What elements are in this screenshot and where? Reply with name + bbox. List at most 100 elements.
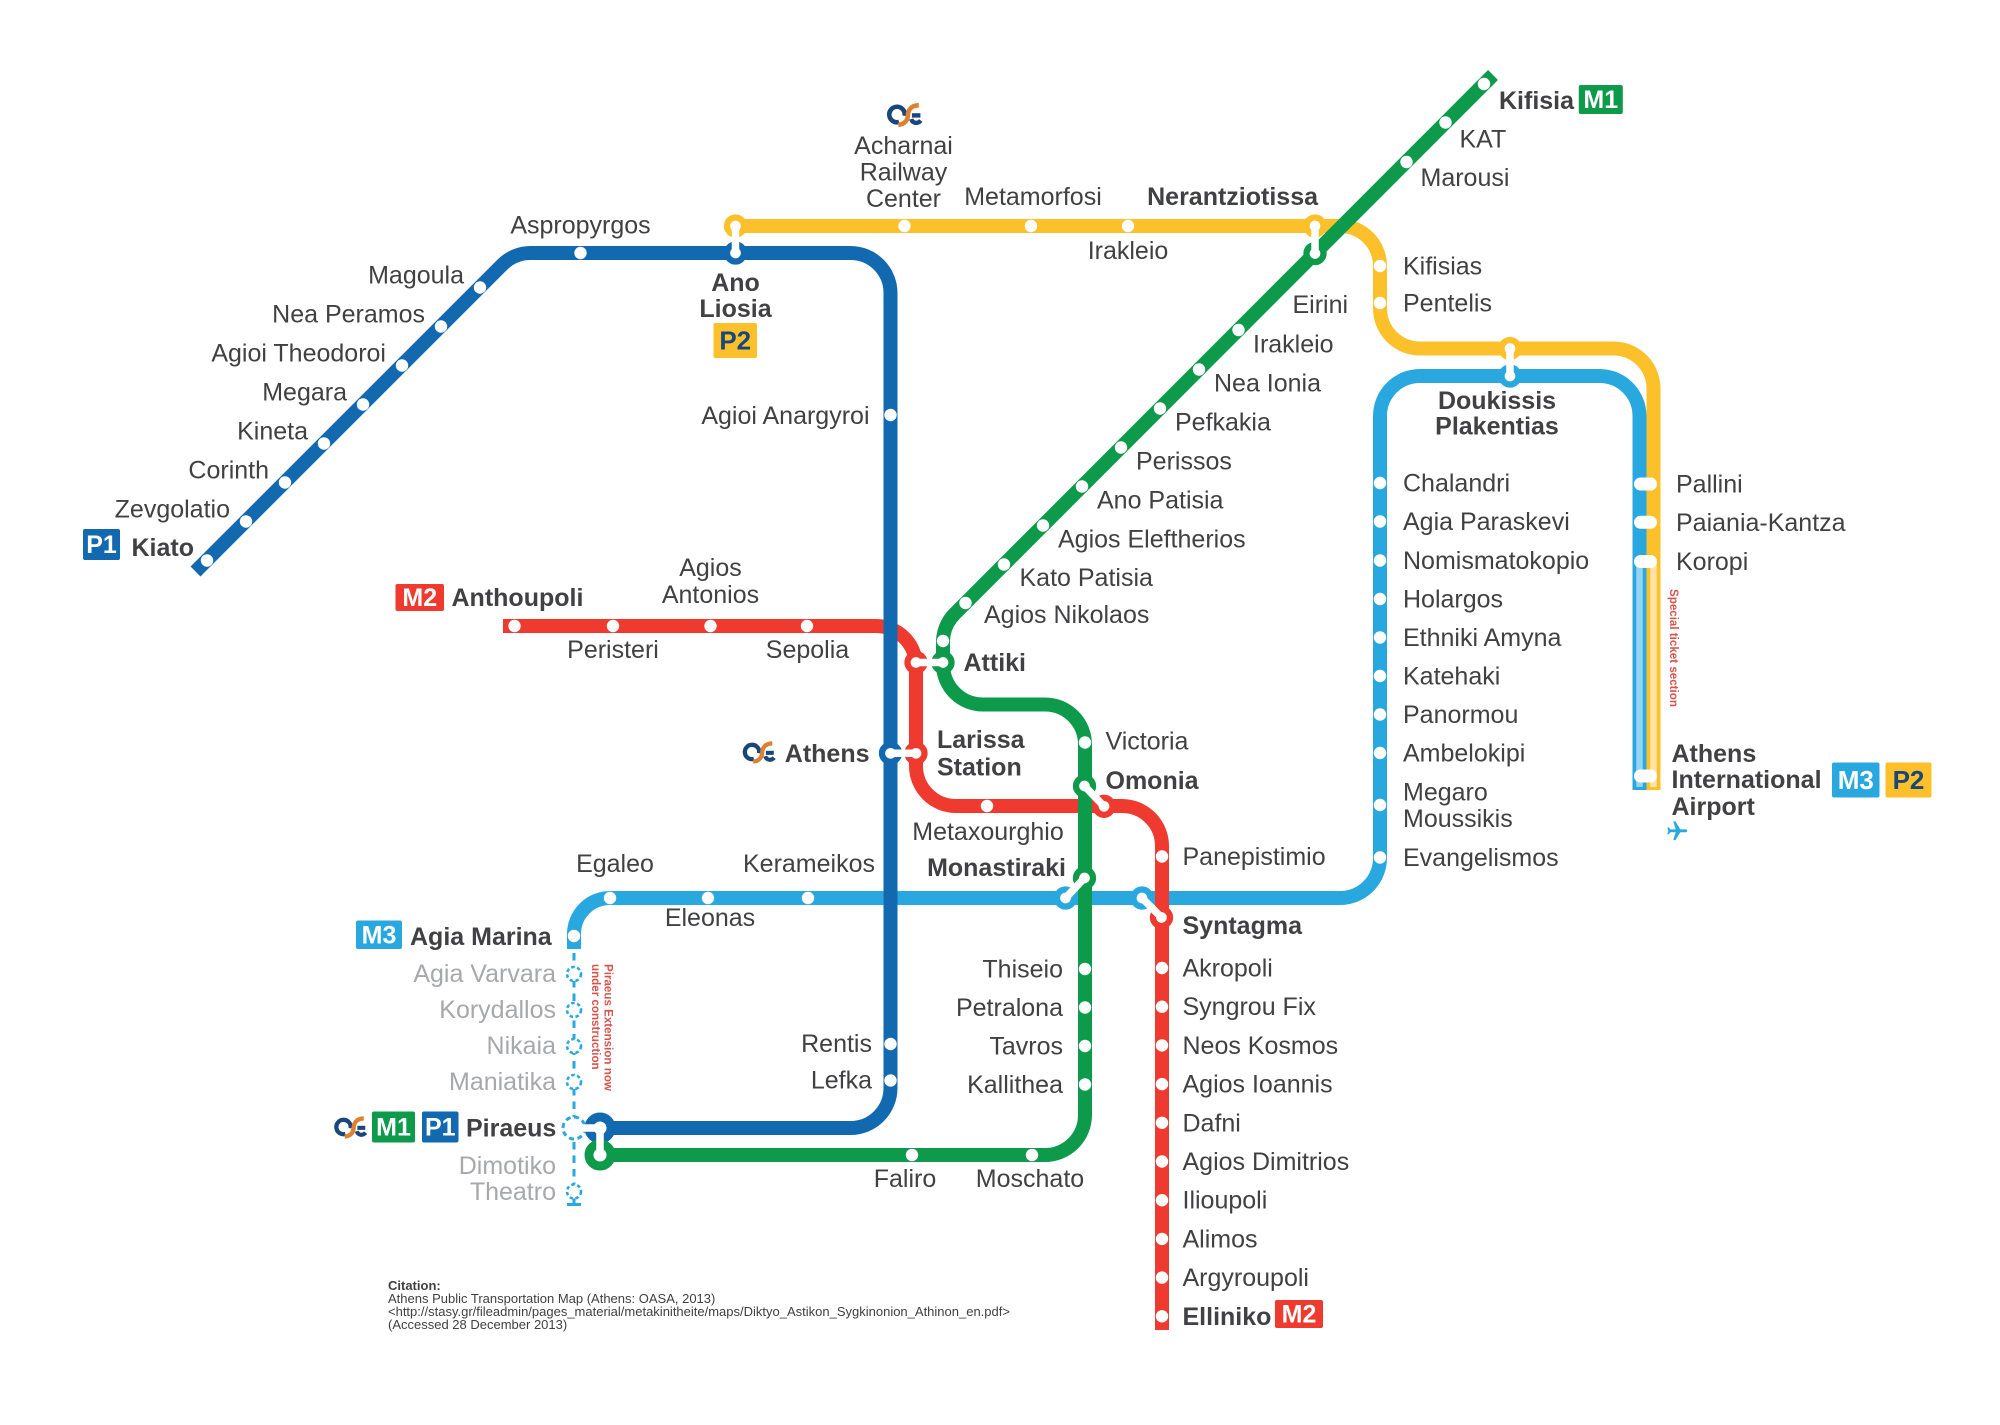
svg-text:Agios Ioannis: Agios Ioannis <box>1183 1071 1333 1099</box>
svg-text:Akropoli: Akropoli <box>1183 955 1273 983</box>
svg-text:Kallithea: Kallithea <box>967 1071 1063 1099</box>
svg-text:Holargos: Holargos <box>1403 586 1503 614</box>
svg-text:Nerantziotissa: Nerantziotissa <box>1147 183 1319 211</box>
svg-text:P2: P2 <box>719 326 751 356</box>
svg-text:Special ticket section: Special ticket section <box>1667 589 1680 707</box>
svg-text:Marousi: Marousi <box>1421 164 1510 192</box>
svg-text:M2: M2 <box>402 584 437 612</box>
svg-text:Doukissis: Doukissis <box>1438 387 1556 415</box>
svg-text:Ambelokipi: Ambelokipi <box>1403 740 1525 768</box>
svg-text:Eirini: Eirini <box>1293 291 1349 319</box>
svg-text:Liosia: Liosia <box>699 295 772 323</box>
svg-text:Agia Paraskevi: Agia Paraskevi <box>1403 508 1570 536</box>
svg-text:Metamorfosi: Metamorfosi <box>964 183 1102 211</box>
svg-text:P2: P2 <box>1893 765 1925 795</box>
svg-text:Argyroupoli: Argyroupoli <box>1183 1264 1309 1292</box>
svg-text:Faliro: Faliro <box>874 1165 937 1193</box>
svg-text:Koropi: Koropi <box>1676 548 1748 576</box>
svg-text:Larissa: Larissa <box>937 726 1026 754</box>
svg-text:under construction: under construction <box>589 964 602 1070</box>
svg-text:P1: P1 <box>425 1114 456 1142</box>
svg-text:Railway: Railway <box>860 159 948 187</box>
svg-text:Airport: Airport <box>1672 793 1756 821</box>
svg-text:Dafni: Dafni <box>1183 1109 1241 1137</box>
svg-text:Ilioupoli: Ilioupoli <box>1183 1187 1268 1215</box>
svg-text:Moschato: Moschato <box>976 1165 1084 1193</box>
svg-text:M2: M2 <box>1282 1301 1317 1329</box>
svg-text:Thiseio: Thiseio <box>982 956 1063 984</box>
svg-text:Kato Patisia: Kato Patisia <box>1020 564 1154 592</box>
svg-text:Aspropyrgos: Aspropyrgos <box>510 212 650 240</box>
svg-text:Eleonas: Eleonas <box>665 904 755 932</box>
svg-text:Katehaki: Katehaki <box>1403 663 1500 691</box>
svg-text:Monastiraki: Monastiraki <box>927 854 1066 882</box>
svg-text:Tavros: Tavros <box>989 1033 1063 1061</box>
svg-text:Paiania-Kantza: Paiania-Kantza <box>1676 509 1846 537</box>
svg-text:Moussikis: Moussikis <box>1403 805 1513 833</box>
svg-text:KAT: KAT <box>1460 126 1507 154</box>
svg-text:Syntagma: Syntagma <box>1183 912 1304 940</box>
svg-text:Ano: Ano <box>711 269 760 297</box>
svg-text:Ano Patisia: Ano Patisia <box>1097 487 1224 515</box>
svg-text:Omonia: Omonia <box>1106 767 1200 795</box>
svg-text:M3: M3 <box>1838 765 1874 795</box>
svg-text:Kiato: Kiato <box>132 534 195 562</box>
svg-text:Agios Eleftherios: Agios Eleftherios <box>1058 526 1246 554</box>
svg-text:M1: M1 <box>376 1114 411 1142</box>
svg-text:Attiki: Attiki <box>964 649 1027 677</box>
svg-text:Perissos: Perissos <box>1136 448 1232 476</box>
svg-text:Nea Ionia: Nea Ionia <box>1214 370 1321 398</box>
svg-text:<http://stasy.gr/fileadmin/pag: <http://stasy.gr/fileadmin/pages_materia… <box>388 1304 1010 1319</box>
svg-text:(Accessed 28 December 2013): (Accessed 28 December 2013) <box>388 1317 567 1332</box>
svg-text:Elliniko: Elliniko <box>1183 1303 1272 1331</box>
svg-text:Theatro: Theatro <box>470 1178 556 1206</box>
svg-text:Kineta: Kineta <box>237 418 308 446</box>
svg-text:Piraeus Extension now: Piraeus Extension now <box>602 964 615 1092</box>
svg-text:Pallini: Pallini <box>1676 471 1743 499</box>
svg-text:P1: P1 <box>86 531 117 559</box>
svg-text:Nea Peramos: Nea Peramos <box>272 301 425 329</box>
svg-text:Acharnai: Acharnai <box>854 132 953 160</box>
svg-text:M1: M1 <box>1583 86 1618 114</box>
svg-text:Irakleio: Irakleio <box>1253 331 1334 359</box>
svg-text:Maniatika: Maniatika <box>449 1068 556 1096</box>
svg-text:Ethniki Amyna: Ethniki Amyna <box>1403 624 1562 652</box>
svg-text:Nomismatokopio: Nomismatokopio <box>1403 547 1589 575</box>
svg-text:Kifisia: Kifisia <box>1499 87 1575 115</box>
svg-text:Irakleio: Irakleio <box>1088 237 1169 265</box>
svg-text:Kerameikos: Kerameikos <box>743 850 875 878</box>
svg-text:Piraeus: Piraeus <box>466 1115 556 1143</box>
svg-text:Korydallos: Korydallos <box>439 996 556 1024</box>
svg-text:Pefkakia: Pefkakia <box>1175 409 1271 437</box>
svg-text:Petralona: Petralona <box>956 994 1063 1022</box>
svg-text:Center: Center <box>866 185 941 213</box>
svg-text:Panepistimio: Panepistimio <box>1183 843 1326 871</box>
svg-text:Victoria: Victoria <box>1106 728 1189 756</box>
svg-text:Athens: Athens <box>785 740 870 768</box>
svg-text:Athens: Athens <box>1672 740 1757 768</box>
svg-text:Corinth: Corinth <box>188 457 269 485</box>
svg-text:Megaro: Megaro <box>1403 779 1488 807</box>
svg-text:Neos Kosmos: Neos Kosmos <box>1183 1032 1339 1060</box>
svg-text:Agia Marina: Agia Marina <box>410 923 553 951</box>
svg-text:Sepolia: Sepolia <box>766 636 849 664</box>
svg-text:Chalandri: Chalandri <box>1403 470 1510 498</box>
svg-text:Metaxourghio: Metaxourghio <box>912 818 1063 846</box>
svg-text:Agios Nikolaos: Agios Nikolaos <box>984 601 1149 629</box>
svg-text:Citation:: Citation: <box>388 1278 441 1293</box>
svg-text:Lefka: Lefka <box>811 1067 872 1095</box>
svg-text:Panormou: Panormou <box>1403 701 1518 729</box>
svg-text:Evangelismos: Evangelismos <box>1403 844 1559 872</box>
svg-text:International: International <box>1672 766 1822 794</box>
svg-text:Rentis: Rentis <box>801 1030 872 1058</box>
svg-text:Pentelis: Pentelis <box>1403 290 1492 318</box>
svg-text:Athens Public Transportation M: Athens Public Transportation Map (Athens… <box>388 1291 715 1306</box>
svg-text:Zevgolatio: Zevgolatio <box>115 496 230 524</box>
svg-text:Syngrou Fix: Syngrou Fix <box>1183 993 1317 1021</box>
svg-text:Agia Varvara: Agia Varvara <box>413 960 556 988</box>
svg-text:Magoula: Magoula <box>368 262 464 290</box>
svg-text:Dimotiko: Dimotiko <box>459 1152 556 1180</box>
svg-text:Antonios: Antonios <box>662 581 759 609</box>
svg-text:Peristeri: Peristeri <box>567 636 659 664</box>
svg-text:Egaleo: Egaleo <box>576 850 654 878</box>
